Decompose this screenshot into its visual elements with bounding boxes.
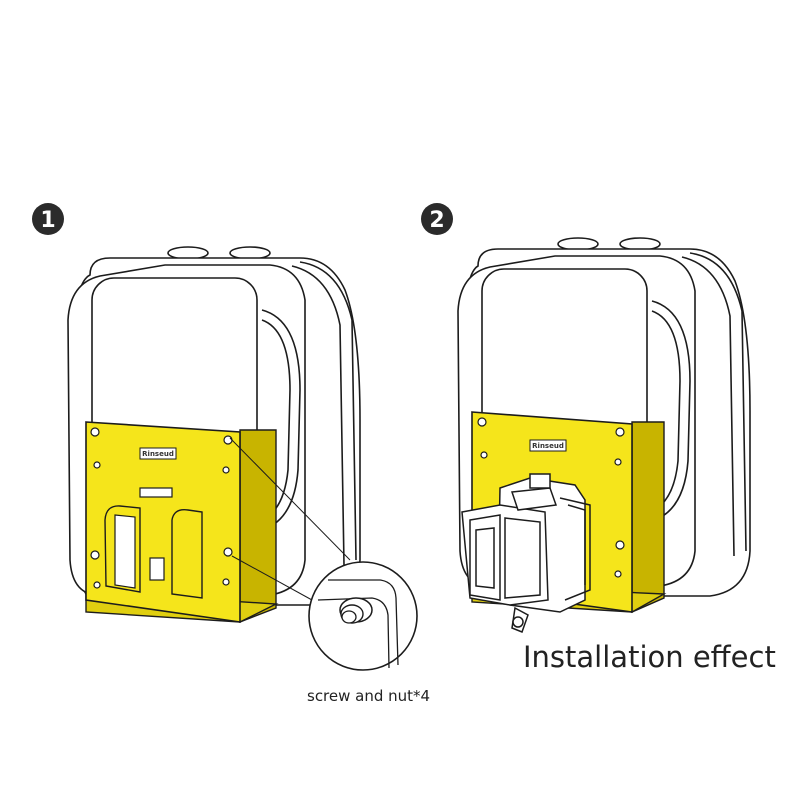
step-1-number: 1 — [40, 208, 55, 233]
step-1-badge — [32, 203, 64, 235]
brand-label-2 — [529, 439, 567, 452]
brand-label-2-text: Rinseud — [532, 442, 564, 450]
step-2-badge — [421, 203, 453, 235]
mounting-plate-1: Rinseud — [85, 421, 279, 624]
step-2-panel: 2 Rinseud — [421, 203, 776, 674]
brand-label-1-text: Rinseud — [142, 450, 174, 458]
step-1-caption: screw and nut*4 — [307, 687, 430, 705]
step-1-panel: 1 — [32, 203, 430, 705]
quick-release-mount — [461, 473, 591, 633]
brand-label-1 — [139, 447, 177, 460]
screw-nut-detail — [308, 561, 418, 671]
step-2-caption: Installation effect — [523, 640, 776, 674]
step-2-number: 2 — [429, 208, 444, 233]
